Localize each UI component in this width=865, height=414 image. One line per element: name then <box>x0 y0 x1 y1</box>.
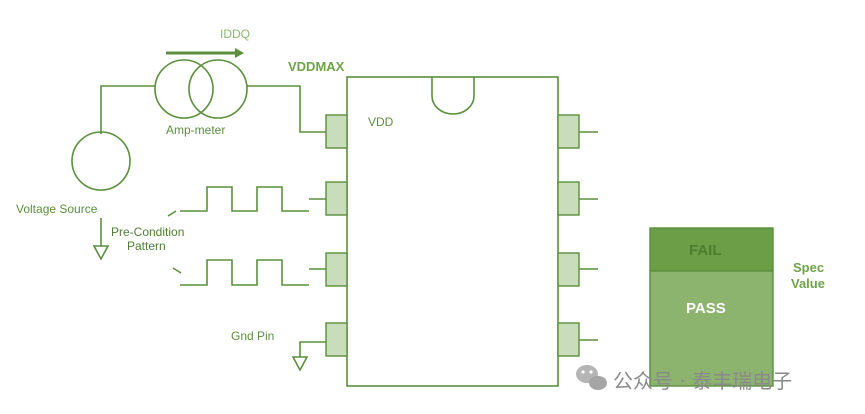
voltage-source-label: Voltage Source <box>16 202 98 216</box>
spec-label-line1: Spec <box>793 260 824 275</box>
chip-pin-left-2 <box>325 181 348 216</box>
chip-body <box>346 76 559 387</box>
chip-pin-left-3 <box>325 252 348 287</box>
pulse-waveform-lower <box>180 259 309 286</box>
iddq-label: IDDQ <box>220 27 250 41</box>
iddq-arrow <box>166 48 244 58</box>
chip-pin-right-4 <box>557 322 580 357</box>
gnd-pin-label: Gnd Pin <box>231 329 274 343</box>
fail-label: FAIL <box>689 242 722 259</box>
pass-box <box>649 270 774 387</box>
source-to-meter-wire <box>100 85 155 134</box>
gnd-pin-ground-icon <box>291 341 326 372</box>
meter-to-vdd-wire <box>247 85 326 133</box>
precondition-pointer-lower <box>172 267 182 274</box>
chip-pin-right-1 <box>557 114 580 149</box>
pass-label: PASS <box>686 300 726 317</box>
chip-pin-right-2 <box>557 181 580 216</box>
precondition-label-line1: Pre-Condition <box>111 225 184 239</box>
pulse-waveform-upper <box>180 186 309 212</box>
wechat-icon <box>576 365 607 390</box>
chip-pin-right-3 <box>557 252 580 287</box>
amp-meter-label: Amp-meter <box>166 123 225 137</box>
chip-pin-left-1 <box>325 114 348 149</box>
ground-icon <box>92 218 110 261</box>
vdd-label: VDD <box>368 115 394 129</box>
chip-pin-left-4 <box>325 322 348 357</box>
precondition-pointer-upper <box>167 210 177 217</box>
voltage-source-icon <box>71 131 131 191</box>
chip-notch <box>431 77 475 115</box>
watermark-text: 公众号 · 泰丰瑞电子 <box>613 369 792 393</box>
vddmax-label: VDDMAX <box>288 59 345 74</box>
precondition-label-line2: Pattern <box>127 239 166 253</box>
amp-meter-icon <box>154 59 248 119</box>
spec-label-line2: Value <box>791 276 825 291</box>
